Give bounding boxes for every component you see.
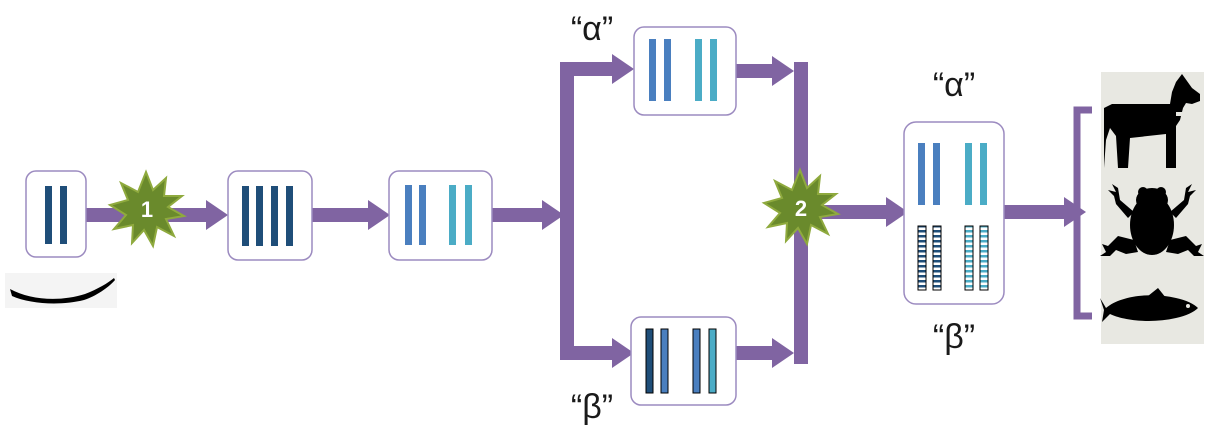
gene-bar (660, 328, 669, 394)
gene-bar (242, 186, 249, 246)
gene-bar (449, 185, 456, 245)
gene-bar (465, 185, 472, 245)
dog-icon (1104, 74, 1200, 168)
gene-bar (708, 328, 717, 394)
organism-bracket (1073, 106, 1092, 320)
gene-bar (645, 328, 654, 394)
gene-bar (710, 39, 717, 101)
gene-bar (45, 186, 52, 244)
duplication-burst-1: 1 (107, 169, 187, 249)
gene-bar-striped (917, 225, 927, 291)
gene-bar (649, 39, 656, 101)
gene-bar-striped (979, 225, 989, 291)
step-number-1: 1 (141, 197, 153, 222)
gene-bar (918, 143, 925, 205)
combined-genome-box (903, 121, 1005, 305)
gene-bar (965, 143, 972, 205)
alpha-label: “α” (571, 10, 613, 48)
gene-bar (692, 328, 701, 394)
gene-bar (60, 186, 67, 244)
frog-icon (1100, 184, 1204, 256)
step-number-2: 2 (795, 196, 807, 221)
beta-result-label: “β” (933, 318, 975, 356)
gene-bar (695, 39, 702, 101)
gene-bar (256, 186, 263, 246)
alpha-result-label: “α” (933, 66, 975, 104)
flow-arrows (86, 54, 1086, 368)
lancelet-icon (5, 273, 117, 308)
gene-bar (405, 185, 412, 245)
fish-icon (1100, 288, 1198, 322)
beta-label: “β” (571, 388, 613, 426)
gene-bar (664, 39, 671, 101)
gene-bar-striped (932, 225, 942, 291)
gene-bar-striped (964, 225, 974, 291)
gene-bar (286, 186, 293, 246)
gene-bar (980, 143, 987, 205)
alpha-lineage-box (633, 26, 737, 116)
diverging-genome-box (388, 170, 493, 261)
descendant-organisms-panel (1100, 72, 1204, 344)
beta-lineage-box (630, 316, 737, 406)
gene-bar (933, 143, 940, 205)
duplication-burst-2: 2 (761, 167, 841, 247)
duplicated-genome-box (227, 170, 313, 261)
gene-bar (271, 186, 278, 246)
gene-bar (419, 185, 426, 245)
ancestral-genome-box (25, 170, 87, 258)
